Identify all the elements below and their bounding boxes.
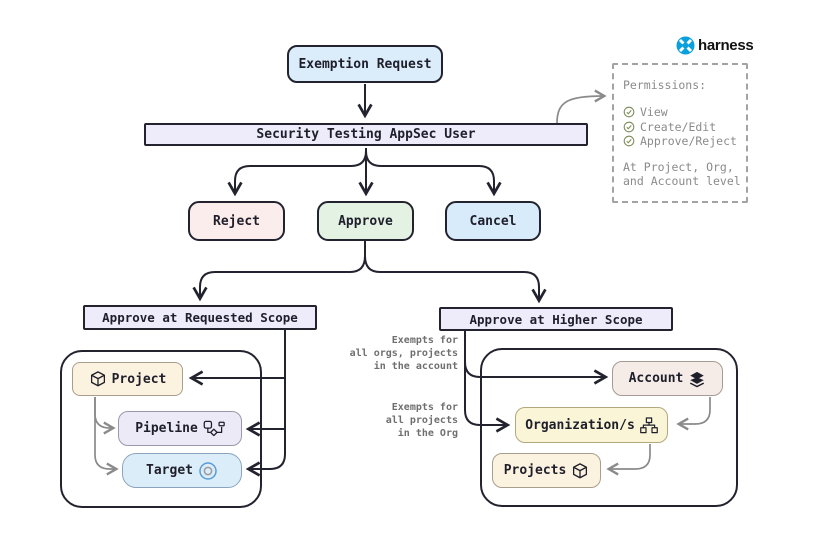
- org-chart-icon: [639, 416, 658, 434]
- node-appsec-user: Security Testing AppSec User: [144, 123, 588, 146]
- node-label: Exemption Request: [298, 56, 432, 72]
- permission-label: Create/Edit: [640, 119, 717, 134]
- arrow-appsec-to-cancel: [365, 150, 502, 197]
- note-line: all orgs, projects: [349, 348, 458, 359]
- node-label: Pipeline: [135, 421, 198, 436]
- note-line: all projects: [385, 415, 458, 426]
- arrow-approve-to-requested-scope: [192, 241, 366, 302]
- node-label: Organization/s: [525, 417, 635, 433]
- target-icon: [198, 461, 218, 481]
- permissions-footer-line: At Project, Org,: [623, 159, 734, 174]
- node-label: Account: [628, 371, 684, 386]
- permission-label: View: [640, 105, 668, 120]
- note-exempts-org: Exempts for all projects in the Org: [338, 401, 458, 440]
- node-label: Target: [146, 463, 193, 478]
- cube-icon: [571, 462, 589, 480]
- node-approve-requested-scope: Approve at Requested Scope: [83, 305, 317, 330]
- note-line: in the account: [373, 361, 458, 372]
- harness-logo-icon: [676, 36, 695, 55]
- node-project: Project: [72, 362, 183, 396]
- node-account: Account: [612, 361, 723, 396]
- arrow-appsec-to-permissions: [556, 89, 607, 124]
- node-label: Project: [111, 371, 167, 387]
- layers-icon: [688, 370, 706, 388]
- permissions-footer: At Project, Org, and Account level: [623, 159, 741, 189]
- permissions-title: Permissions:: [623, 78, 707, 92]
- permission-item-create-edit: Create/Edit: [623, 120, 740, 135]
- node-pipeline: Pipeline: [118, 411, 242, 446]
- node-target: Target: [122, 453, 242, 488]
- note-line: in the Org: [397, 428, 458, 439]
- arrow-approve-to-higher-scope: [364, 241, 547, 304]
- permissions-footer-line: and Account level: [623, 174, 741, 188]
- permission-label: Approve/Reject: [640, 134, 737, 149]
- check-circle-icon: [623, 106, 635, 118]
- node-approve: Approve: [317, 201, 414, 241]
- node-cancel: Cancel: [445, 201, 541, 241]
- node-label: Reject: [213, 213, 260, 229]
- harness-logo: harness: [676, 36, 754, 55]
- cube-icon: [89, 370, 107, 388]
- permissions-panel: Permissions: View Create/Edit Approve/Re…: [612, 63, 748, 203]
- node-label: Cancel: [469, 213, 517, 229]
- permission-item-approve-reject: Approve/Reject: [623, 134, 740, 149]
- note-line: Exempts for: [391, 335, 458, 346]
- node-exemption-request: Exemption Request: [287, 45, 443, 83]
- note-line: Exempts for: [391, 402, 458, 413]
- node-label: Security Testing AppSec User: [256, 127, 476, 142]
- node-label: Projects: [503, 463, 567, 478]
- note-exempts-account: Exempts for all orgs, projects in the ac…: [338, 334, 458, 373]
- arrow-appsec-to-reject: [227, 150, 367, 197]
- check-circle-icon: [623, 121, 635, 133]
- node-label: Approve at Higher Scope: [469, 311, 643, 327]
- check-circle-icon: [623, 135, 635, 147]
- node-organizations: Organization/s: [515, 407, 668, 443]
- node-approve-higher-scope: Approve at Higher Scope: [439, 307, 673, 331]
- permission-item-view: View: [623, 105, 740, 120]
- node-projects: Projects: [492, 453, 601, 488]
- node-reject: Reject: [188, 201, 285, 241]
- harness-wordmark: harness: [698, 37, 754, 54]
- node-label: Approve: [338, 213, 393, 229]
- pipeline-icon: [203, 420, 225, 438]
- node-label: Approve at Requested Scope: [102, 310, 298, 325]
